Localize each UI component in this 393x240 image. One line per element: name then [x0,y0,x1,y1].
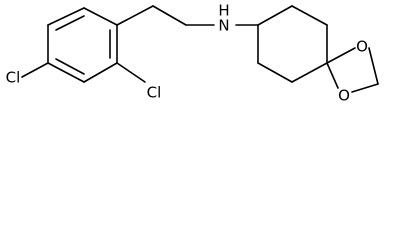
amine-h-label: H [218,2,229,20]
bond-ring-d [83,62,118,83]
bond-ring-e [47,62,85,83]
bond-inner-3 [55,58,85,75]
structure-diagram: Cl Cl H N O O [5,1,379,105]
bond-cy-5 [257,62,293,83]
bond-dx-3 [368,47,379,85]
bond-cl-right [116,62,146,83]
bond-cy-1 [257,5,293,26]
bond-ring-b [83,7,118,26]
bond-dx-4 [351,83,379,93]
bond-inner-1 [55,15,85,31]
oxygen-top-label: O [356,38,368,56]
bond-chain-2 [152,5,187,26]
bond-dx-1 [326,47,356,64]
oxygen-bottom-label: O [338,87,350,105]
cl-label-right: Cl [147,84,162,102]
amine-n-label: N [218,17,229,35]
molecule-svg: Cl Cl H N O O [6,2,379,105]
cl-label-left: Cl [6,69,21,87]
bond-ring-a [47,7,85,26]
bond-cy-4 [291,62,328,83]
bond-chain-1 [116,5,154,26]
bond-cy-2 [291,5,328,26]
bond-cl-left [21,62,49,78]
bond-dx-2 [326,62,339,89]
